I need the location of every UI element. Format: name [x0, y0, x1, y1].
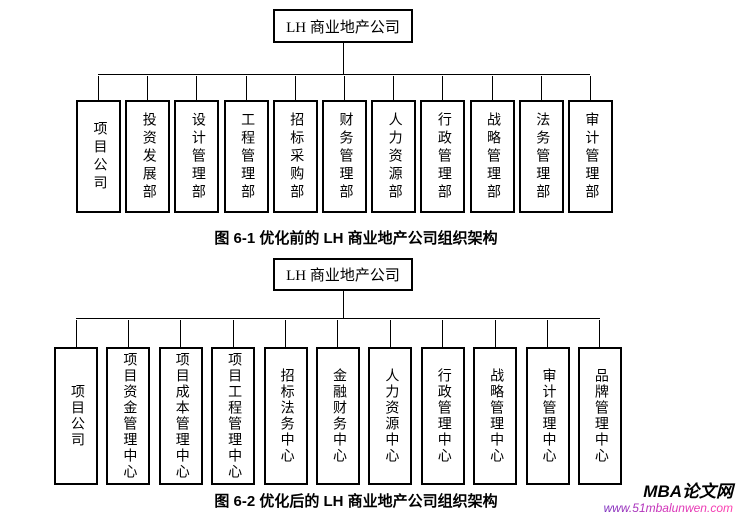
watermark-site-url: www.51mbalunwen.com	[603, 500, 733, 515]
root-node-box: LH 商业地产公司	[273, 9, 413, 43]
org-node-label: 行政管理部	[435, 111, 451, 202]
root-node-label: LH 商业地产公司	[286, 268, 400, 284]
connector-rail	[76, 318, 600, 319]
org-node-label: 法务管理部	[534, 111, 550, 202]
connector-root-line	[343, 43, 344, 74]
org-node-label: 项目资金管理中心	[121, 352, 137, 480]
org-node-label: 项目成本管理中心	[173, 352, 189, 480]
root-node-label: LH 商业地产公司	[286, 19, 400, 36]
org-node-label: 审计管理中心	[540, 368, 556, 464]
org-node-label: 战略管理中心	[488, 368, 504, 464]
figure-caption-before: 图 6-1 优化前的 LH 商业地产公司组织架构	[214, 230, 498, 247]
org-node: 财务管理部	[321, 76, 367, 213]
org-node-label: 项目公司	[91, 120, 107, 193]
org-node: 投资发展部	[125, 76, 171, 213]
org-node-label: 项目公司	[69, 384, 84, 448]
org-node: 品牌管理中心	[577, 320, 622, 485]
org-node: 行政管理中心	[420, 320, 465, 485]
child-node-row: 项目公司 投资发展部 设计管理部 工程管理部 招标采购部 财务管理部 人力资源部 行政管理部 战…	[76, 76, 613, 213]
connector-root-line	[343, 290, 344, 318]
org-node-label: 金融财务中心	[330, 368, 346, 464]
org-node-label: 投资发展部	[140, 111, 156, 202]
org-node: 审计管理部	[567, 76, 613, 213]
org-node-label: 战略管理部	[485, 111, 500, 202]
org-node-label: 招标采购部	[288, 111, 304, 202]
org-node-label: 项目工程管理中心	[226, 352, 242, 480]
org-node: 项目工程管理中心	[211, 320, 256, 485]
root-node-box: LH 商业地产公司	[273, 258, 413, 291]
org-node: 项目公司	[76, 76, 121, 213]
watermark: MBA论文网 www.51mbalunwen.com	[603, 482, 733, 515]
org-node-label: 行政管理中心	[435, 368, 451, 464]
org-node: 项目资金管理中心	[106, 320, 151, 485]
org-node: 工程管理部	[223, 76, 269, 213]
org-node-label: 审计管理部	[583, 111, 599, 202]
org-node: 项目公司	[54, 320, 98, 485]
watermark-site-name: MBA论文网	[643, 482, 733, 501]
org-node: 设计管理部	[174, 76, 220, 213]
figure-caption-after: 图 6-2 优化后的 LH 商业地产公司组织架构	[214, 493, 498, 510]
org-node: 战略管理部	[469, 76, 515, 213]
org-node: 金融财务中心	[315, 320, 360, 485]
org-node-label: 工程管理部	[239, 111, 255, 202]
connector-rail	[98, 74, 590, 75]
org-node-label: 招标法务中心	[278, 368, 294, 464]
org-node-label: 设计管理部	[189, 111, 205, 202]
org-node-label: 人力资源部	[386, 111, 402, 202]
org-node: 项目成本管理中心	[158, 320, 203, 485]
org-node: 招标采购部	[272, 76, 318, 213]
org-node: 行政管理部	[420, 76, 466, 213]
org-node: 战略管理中心	[473, 320, 518, 485]
org-node: 审计管理中心	[525, 320, 570, 485]
child-node-row: 项目公司 项目资金管理中心 项目成本管理中心 项目工程管理中心 招标法务中心 金融财务中心…	[54, 320, 622, 485]
org-node-label: 人力资源中心	[383, 368, 399, 464]
org-node: 人力资源中心	[368, 320, 413, 485]
org-node-label: 品牌管理中心	[592, 368, 608, 464]
org-node-label: 财务管理部	[337, 111, 353, 202]
org-node: 招标法务中心	[263, 320, 308, 485]
org-node: 法务管理部	[518, 76, 564, 213]
org-node: 人力资源部	[371, 76, 417, 213]
